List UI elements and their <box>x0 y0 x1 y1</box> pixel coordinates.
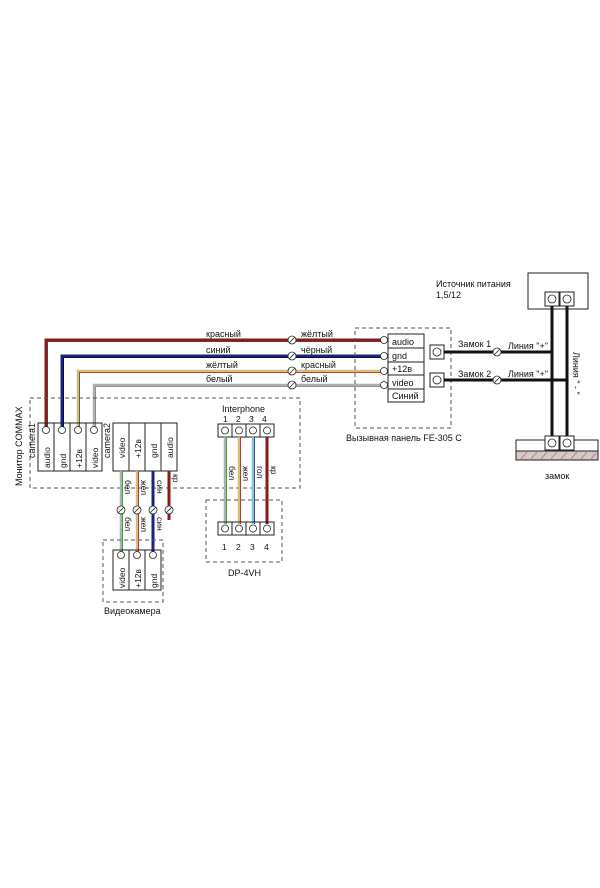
call-panel-title: Вызывная панель FE-305 С <box>346 433 462 443</box>
interphone-title: Interphone <box>222 404 265 414</box>
interphone-num-3: 3 <box>249 414 254 424</box>
videocamera-terminal-block <box>112 549 162 591</box>
power-source-spec: 1,5/12 <box>436 290 461 300</box>
monitor-title: Монитор COMMAX <box>14 406 24 486</box>
camera1-video: video <box>90 447 100 468</box>
line-plus-2-label: Линия "+" <box>508 369 548 379</box>
interphone-wires <box>223 437 269 524</box>
camera2-audio: audio <box>165 437 175 458</box>
dp4vh-outline <box>205 499 283 563</box>
call-panel-terminals <box>380 333 425 403</box>
vc-wire-label-blue: син <box>155 480 165 494</box>
lock-title: замок <box>545 471 569 481</box>
camera1-label: camera1 <box>27 423 37 458</box>
panel-terminal-gnd: gnd <box>392 351 407 361</box>
dp4vh-num-4: 4 <box>264 542 269 552</box>
line-plus-1-label: Линия "+" <box>508 341 548 351</box>
interphone-num-4: 4 <box>262 414 267 424</box>
camera2-12v: +12в <box>133 439 143 458</box>
panel-terminal-audio: audio <box>392 337 414 347</box>
dp4vh-num-2: 2 <box>236 542 241 552</box>
camera1-audio: audio <box>42 447 52 468</box>
interphone-num-1: 1 <box>223 414 228 424</box>
wire-label-blue: синий <box>206 345 231 355</box>
vc-wire-label-yellow: жел <box>139 480 149 495</box>
camera1-gnd: gnd <box>58 454 68 468</box>
power-source-title: Источник питания <box>436 279 511 289</box>
wire-label-panel-red: красный <box>301 360 336 370</box>
power-source-box <box>527 272 589 310</box>
panel-terminal-video: video <box>392 378 414 388</box>
wire-label-white: белый <box>206 374 233 384</box>
wire-yellow <box>76 369 386 427</box>
interphone-num-2: 2 <box>236 414 241 424</box>
dp4vh-num-3: 3 <box>250 542 255 552</box>
lock1-label: Замок 1 <box>458 339 491 349</box>
vc-wire-label-white: бел <box>123 480 133 494</box>
line-minus-label: Линия " - " <box>571 352 581 395</box>
wire-label-panel-black: чёрный <box>301 345 332 355</box>
camera1-terminal-block <box>37 422 103 472</box>
vc-terminal-gnd: gnd <box>149 574 159 588</box>
videocamera-outline <box>102 539 164 603</box>
dp4vh-num-1: 1 <box>222 542 227 552</box>
camera2-label: camera2 <box>102 423 112 458</box>
camera2-terminal-block <box>112 422 178 472</box>
ip-wire-label-yellow: жел <box>241 466 251 481</box>
ip-wire-label-blue: гол <box>255 466 265 478</box>
wire-label-red: красный <box>206 329 241 339</box>
panel-terminal-blue: Синий <box>392 391 419 401</box>
videocamera-title: Видеокамера <box>104 606 161 616</box>
camera2-video: video <box>117 437 127 458</box>
panel-terminal-12v: +12в <box>392 364 412 374</box>
monitor-outline <box>29 397 301 489</box>
vc-terminal-12v: +12в <box>133 569 143 588</box>
wire-label-yellow: жёлтый <box>206 360 238 370</box>
camera1-12v: +12в <box>74 449 84 468</box>
interphone-terminal-block <box>217 423 275 438</box>
videocamera-wires <box>116 471 174 555</box>
wire-blue <box>60 354 386 427</box>
wire-label-panel-white: белый <box>301 374 328 384</box>
ip-wire-label-red: кр <box>269 466 279 475</box>
lock2-label: Замок 2 <box>458 369 491 379</box>
panel-wires <box>44 335 388 429</box>
ip-wire-label-white: бел <box>227 466 237 480</box>
vc-wire-label-red: кр <box>171 474 181 483</box>
dp4vh-title: DP-4VH <box>228 568 261 578</box>
vc-wire-label-yellow-2: жел <box>139 517 149 532</box>
dp4vh-terminal-block <box>217 521 275 536</box>
vc-terminal-video: video <box>117 567 127 588</box>
wire-label-panel-yellow: жёлтый <box>301 329 333 339</box>
vc-wire-label-white-2: бел <box>123 517 133 531</box>
vc-wire-label-blue-2: син <box>155 517 165 531</box>
camera2-gnd: gnd <box>149 444 159 458</box>
